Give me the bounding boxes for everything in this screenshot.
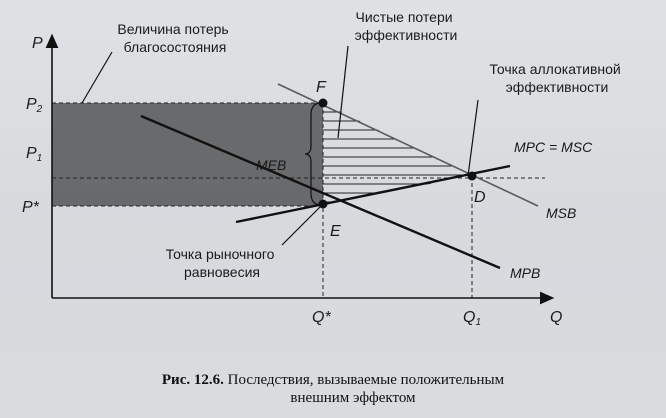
point-d-marker: [467, 171, 477, 181]
q1-label: Q1: [463, 309, 481, 328]
figure-caption: Рис. 12.6. Последствия, вызываемые полож…: [0, 371, 666, 390]
point-f-label: F: [316, 79, 327, 96]
welfare-loss-callout: Величина потерь благосостояния: [117, 21, 232, 55]
caption-line-1: Последствия, вызываемые положительным: [227, 372, 505, 388]
market-equilibrium-callout: Точка рыночного равновесия: [166, 246, 279, 280]
deadweight-loss-callout: Чистые потери эффективности: [355, 9, 458, 43]
point-f-marker: [318, 98, 328, 108]
allocative-point-callout: Точка аллокативной эффективности: [489, 61, 624, 95]
point-e-label: E: [330, 223, 341, 240]
point-d-label: D: [474, 189, 486, 206]
meb-label: MEB: [256, 157, 286, 173]
x-axis-label: Q: [550, 309, 562, 326]
p2-label: P2: [26, 96, 43, 115]
caption-number: Рис. 12.6.: [161, 372, 224, 388]
p1-label: P1: [26, 145, 42, 164]
msb-label: MSB: [546, 205, 576, 221]
y-axis-label: P: [32, 35, 43, 52]
qstar-label: Q*: [312, 309, 331, 326]
pstar-label: P*: [22, 199, 40, 216]
mpc-msc-curve: [235, 164, 511, 224]
mpb-label: MPB: [510, 265, 540, 281]
mpc-msc-label: MPC = MSC: [514, 139, 593, 155]
allocative-point-leader: [467, 99, 479, 177]
welfare-loss-area: [52, 103, 323, 206]
market-equilibrium-leader: [281, 204, 323, 246]
meb-bracket: [304, 102, 322, 206]
welfare-loss-leader: [81, 51, 113, 104]
figure-caption-line-2: внешним эффектом: [0, 389, 666, 408]
caption-line-2: внешним эффектом: [290, 390, 416, 406]
deadweight-loss-leader: [337, 45, 349, 139]
mpb-curve: [140, 114, 501, 270]
